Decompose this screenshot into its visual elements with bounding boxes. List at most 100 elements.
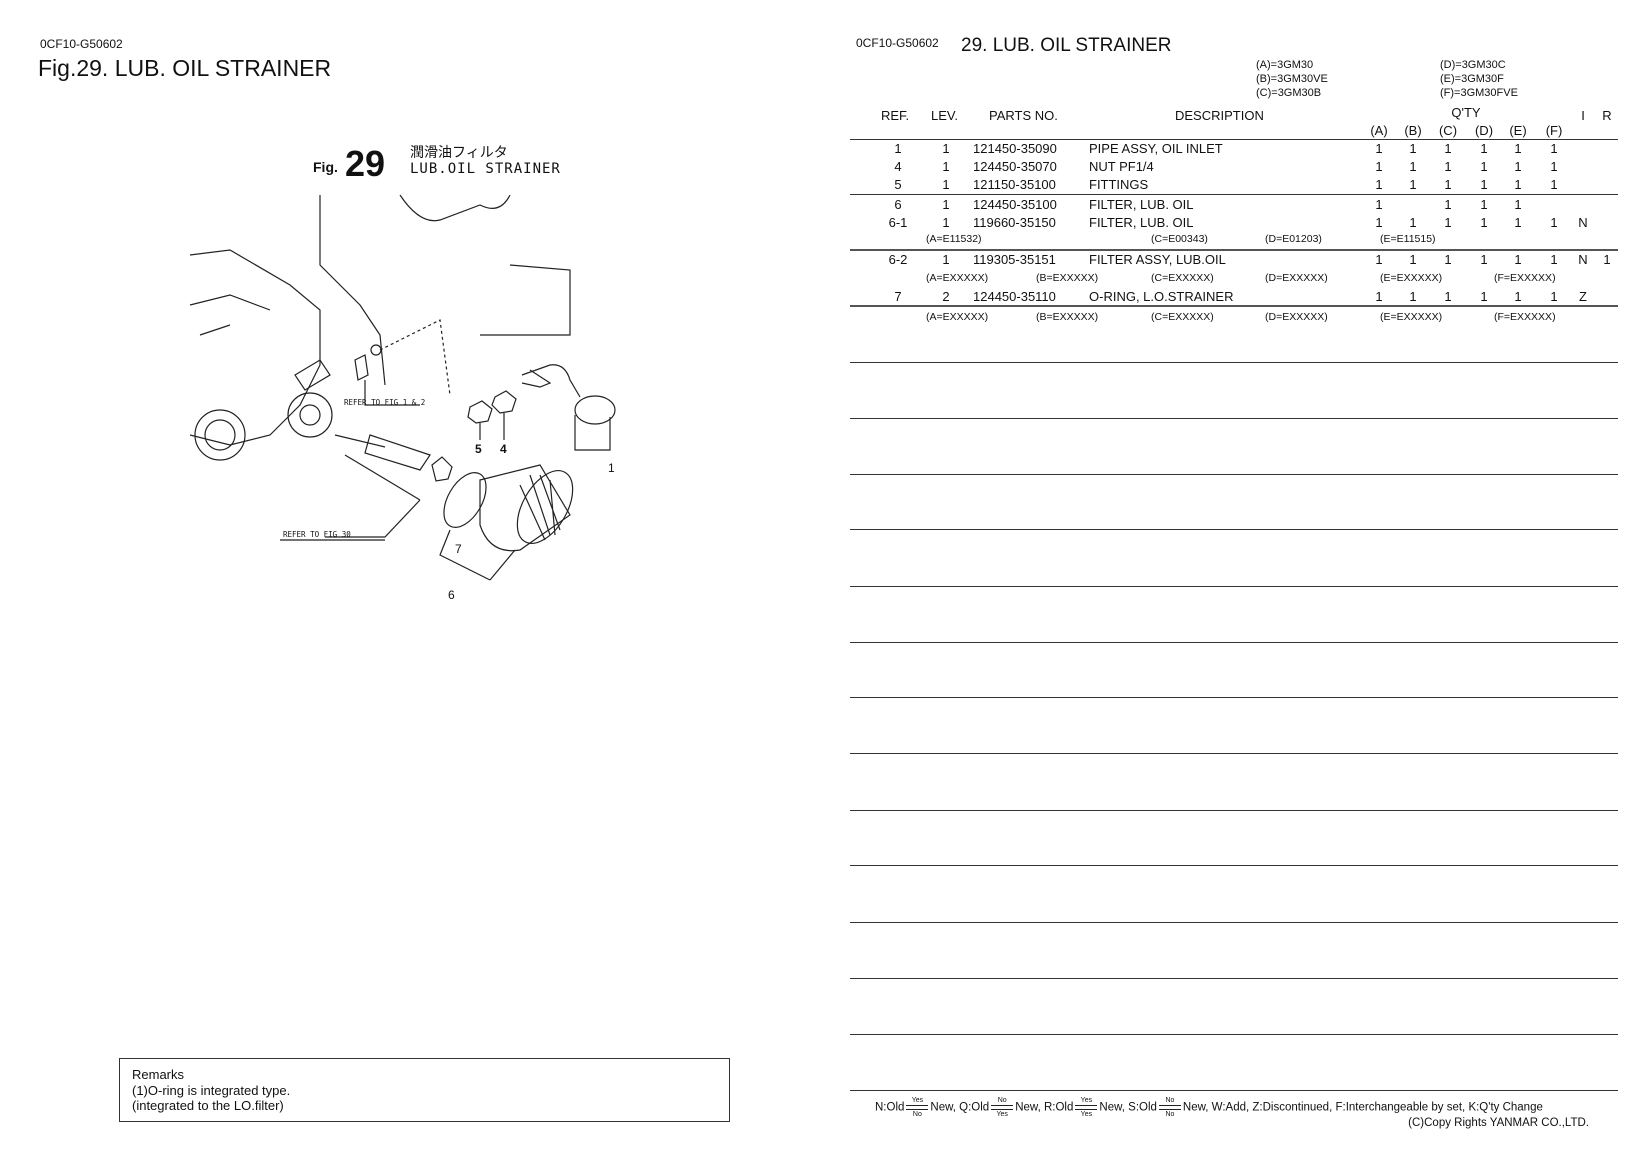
qty-cell: 1 <box>1514 252 1522 267</box>
copyright: (C)Copy Rights YANMAR CO.,LTD. <box>1408 1117 1589 1129</box>
group-divider <box>850 194 1618 195</box>
empty-row-rule <box>850 697 1618 698</box>
fig-number: 29 <box>345 143 385 184</box>
qty-cell: 1 <box>1550 141 1558 156</box>
qty-cell: 1 <box>1409 159 1417 174</box>
empty-row-rule <box>850 362 1618 363</box>
qty-cell: 1 <box>1375 159 1383 174</box>
empty-row-rule <box>850 418 1618 419</box>
model-a: (A)=3GM30 <box>1256 59 1314 71</box>
right-doc-code: 0CF10-G50602 <box>856 36 939 50</box>
qty-cell: 1 <box>1550 159 1558 174</box>
header-qty-col: (E) <box>1509 123 1527 138</box>
ref-cell: 6-1 <box>888 215 908 230</box>
serial-note: (D=EXXXXX) <box>1265 311 1328 323</box>
serial-note: (C=E00343) <box>1151 233 1208 245</box>
callout-5: 5 <box>475 442 482 456</box>
exploded-parts-diagram: Fig. 29 潤滑油フィルタ LUB.OIL STRAINER REFER T… <box>170 135 690 620</box>
right-page-title: 29. LUB. OIL STRAINER <box>961 35 1172 56</box>
remarks-box: Remarks (1)O-ring is integrated type. (i… <box>119 1058 730 1122</box>
qty-cell: 1 <box>1444 215 1452 230</box>
qty-cell: 1 <box>1514 177 1522 192</box>
i-cell: N <box>1578 215 1588 230</box>
qty-cell: 1 <box>1375 289 1383 304</box>
qty-cell: 1 <box>1409 215 1417 230</box>
r-cell: 1 <box>1603 252 1611 267</box>
lev-cell: 1 <box>942 252 950 267</box>
header-parts-no: PARTS NO. <box>989 108 1058 123</box>
model-b: (B)=3GM30VE <box>1256 73 1328 85</box>
header-qty: Q'TY <box>1451 105 1481 120</box>
group-divider <box>850 305 1618 307</box>
ref-cell: 5 <box>894 177 902 192</box>
qty-cell: 1 <box>1514 289 1522 304</box>
empty-row-rule <box>850 1090 1618 1091</box>
fig-title-en: LUB.OIL STRAINER <box>410 161 561 177</box>
ref-cell: 1 <box>894 141 902 156</box>
qty-cell: 1 <box>1514 197 1522 212</box>
qty-cell: 1 <box>1409 177 1417 192</box>
serial-note: (B=EXXXXX) <box>1036 272 1099 284</box>
legend-rest: New, W:Add, Z:Discontinued, F:Interchang… <box>1182 1101 1543 1114</box>
part-number-cell: 124450-35110 <box>973 289 1056 304</box>
left-doc-code: 0CF10-G50602 <box>40 37 123 51</box>
lev-cell: 2 <box>942 289 950 304</box>
serial-note: (B=EXXXXX) <box>1036 311 1099 323</box>
header-qty-col: (A) <box>1370 123 1388 138</box>
header-description: DESCRIPTION <box>1175 108 1264 123</box>
part-number-cell: 121450-35090 <box>973 141 1057 156</box>
model-f: (F)=3GM30FVE <box>1440 87 1518 99</box>
qty-cell: 1 <box>1550 289 1558 304</box>
fig-prefix: Fig. <box>313 159 338 175</box>
ref-cell: 6 <box>894 197 902 212</box>
empty-row-rule <box>850 642 1618 643</box>
header-qty-col: (D) <box>1474 123 1494 138</box>
legend-r: New, R:Old <box>1015 1101 1074 1114</box>
qty-cell: 1 <box>1375 197 1383 212</box>
remarks-line-1: (1)O-ring is integrated type. <box>132 1082 291 1098</box>
serial-note: (E=EXXXXX) <box>1380 311 1443 323</box>
serial-note: (C=EXXXXX) <box>1151 311 1214 323</box>
qty-cell: 1 <box>1480 177 1488 192</box>
remarks-line-2: (integrated to the LO.filter) <box>132 1098 284 1113</box>
qty-cell: 1 <box>1480 197 1488 212</box>
empty-row-rule <box>850 978 1618 979</box>
description-cell: O-RING, L.O.STRAINER <box>1089 289 1234 304</box>
qty-cell: 1 <box>1480 252 1488 267</box>
part-number-cell: 124450-35100 <box>973 197 1057 212</box>
legend-n: N:Old <box>875 1101 905 1114</box>
qty-cell: 1 <box>1375 252 1383 267</box>
ref-cell: 7 <box>894 289 902 304</box>
serial-note: (C=EXXXXX) <box>1151 272 1214 284</box>
qty-cell: 1 <box>1514 141 1522 156</box>
part-number-cell: 124450-35070 <box>973 159 1057 174</box>
description-cell: FILTER, LUB. OIL <box>1089 197 1194 212</box>
empty-row-rule <box>850 865 1618 866</box>
header-i: I <box>1581 108 1585 123</box>
empty-row-rule <box>850 529 1618 530</box>
qty-cell: 1 <box>1375 215 1383 230</box>
refer-fig-1-2-label: REFER TO FIG 1 & 2 <box>344 398 425 407</box>
fig-title-jp: 潤滑油フィルタ <box>410 144 508 161</box>
legend-s: New, S:Old <box>1099 1101 1157 1114</box>
description-cell: PIPE ASSY, OIL INLET <box>1089 141 1223 156</box>
callout-1: 1 <box>608 461 615 475</box>
header-ref: REF. <box>881 108 910 123</box>
qty-cell: 1 <box>1444 289 1452 304</box>
i-cell: N <box>1578 252 1588 267</box>
lev-cell: 1 <box>942 141 950 156</box>
qty-cell: 1 <box>1444 177 1452 192</box>
empty-row-rule <box>850 474 1618 475</box>
serial-note: (E=EXXXXX) <box>1380 272 1443 284</box>
qty-cell: 1 <box>1409 289 1417 304</box>
serial-note: (E=E11515) <box>1380 233 1436 245</box>
serial-note: (A=EXXXXX) <box>926 311 989 323</box>
left-page-title: Fig.29. LUB. OIL STRAINER <box>38 55 332 81</box>
description-cell: NUT PF1/4 <box>1089 159 1154 174</box>
ref-cell: 4 <box>894 159 902 174</box>
qty-cell: 1 <box>1550 215 1558 230</box>
description-cell: FITTINGS <box>1089 177 1149 192</box>
